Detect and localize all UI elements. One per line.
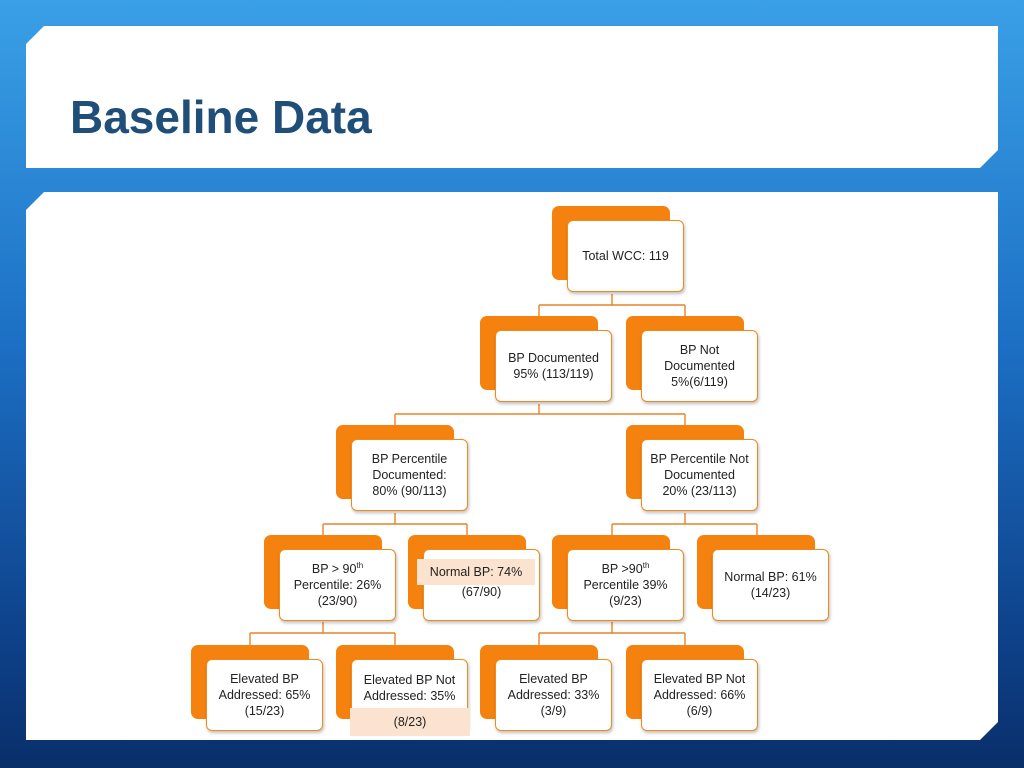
node-bp-not-documented: BP Not Documented 5%(6/119) [626, 316, 760, 402]
highlighted-label-normal-bp-a: Normal BP: 74% [417, 559, 535, 585]
node-value: (14/23) [750, 586, 791, 600]
node-elevated-addressed-b: Elevated BP Addressed: 33% (3/9) [480, 645, 614, 731]
connector-percentile-not-documented [611, 513, 758, 536]
title-panel: Baseline Data [26, 26, 998, 168]
node-elevated-not-addressed-a: Elevated BP Not Addressed: 35% [336, 645, 470, 731]
node-elevated-not-addressed-b: Elevated BP Not Addressed: 66% (6/9) [626, 645, 760, 731]
node-label: BP >90th [601, 560, 650, 576]
node-value: 95% (113/119) [513, 367, 594, 381]
node-label: BP > 90th [311, 560, 364, 576]
connector-root [538, 294, 686, 317]
node-value: (6/9) [686, 704, 713, 719]
node-bp-documented: BP Documented 95% (113/119) [480, 316, 614, 402]
node-value: (15/23) [244, 704, 285, 719]
node-value: (3/9) [540, 704, 567, 719]
node-label: BP Percentile [371, 451, 448, 466]
node-label: Elevated BP [230, 671, 299, 686]
node-elevated-addressed-a: Elevated BP Addressed: 65% (15/23) [191, 645, 325, 731]
node-percentile-documented: BP Percentile Documented: 80% (90/113) [336, 425, 470, 511]
node-label: Documented: [372, 467, 447, 482]
node-percentile-not-documented: BP Percentile Not Documented 20% (23/113… [626, 425, 760, 511]
connector-bp-gt90-b [538, 622, 686, 645]
slide-title: Baseline Data [70, 91, 372, 143]
highlighted-label-elevated-not-addressed-a: (8/23) [350, 708, 470, 736]
node-value: (23/90) [317, 594, 358, 609]
node-label: Documented [664, 358, 735, 373]
node-total-wcc: Total WCC: 119 [552, 206, 686, 292]
node-value: 80% (90/113) [372, 484, 447, 499]
node-value: (67/90) [461, 584, 502, 599]
connector-bp-gt90-a [249, 622, 396, 645]
node-bp-gt90-b: BP >90th Percentile 39% (9/23) [552, 535, 686, 621]
node-value: (9/23) [609, 594, 642, 609]
node-label: Elevated BP Not [653, 671, 746, 686]
node-label: Percentile: 26% [293, 577, 382, 592]
node-label: Total WCC: 119 [582, 248, 669, 263]
node-label: Percentile 39% [583, 577, 668, 592]
node-label: Elevated BP [519, 671, 588, 686]
node-label: Addressed: 33% [507, 687, 600, 702]
node-label: Elevated BP Not [363, 673, 456, 687]
connector-percentile-documented [322, 513, 468, 536]
node-label: Addressed: 65% [218, 687, 311, 702]
node-label: Documented [664, 467, 735, 482]
node-label: Normal BP: 61% [724, 569, 817, 584]
node-value: 5%(6/119) [671, 375, 728, 390]
node-label: BP Percentile Not [650, 451, 749, 466]
node-normal-bp-b: Normal BP: 61% (14/23) [697, 535, 831, 621]
node-label: BP Not [679, 342, 720, 357]
node-value: 20% (23/113) [662, 484, 737, 499]
node-label: Addressed: 35% [363, 689, 456, 704]
node-label: BP Documented [508, 350, 599, 365]
connector-bp-documented [394, 404, 686, 426]
node-bp-gt90-a: BP > 90th Percentile: 26% (23/90) [264, 535, 398, 621]
node-label: Addressed: 66% [653, 687, 746, 702]
